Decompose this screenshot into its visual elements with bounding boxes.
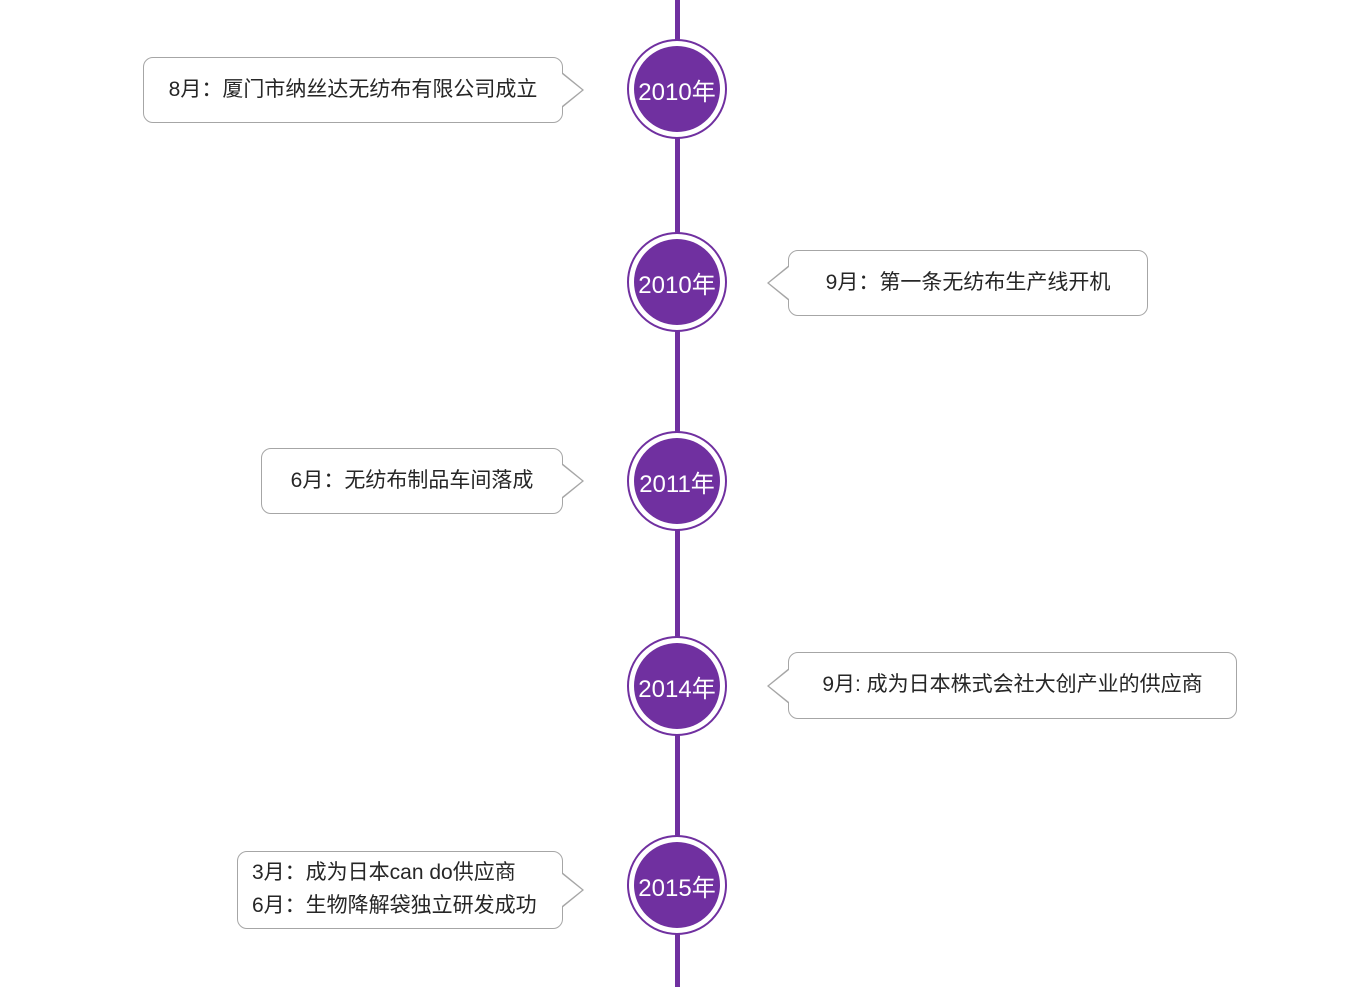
event-callout: 9月: 成为日本株式会社大创产业的供应商 [767,652,1237,719]
year-label: 2010年 [638,271,716,299]
year-circle: 2010年 [634,239,720,325]
timeline-node: 2010年 [627,232,727,332]
callout-tail-right-icon [562,463,584,499]
year-circle: 2010年 [634,46,720,132]
timeline-node: 2015年 [627,835,727,935]
year-circle: 2015年 [634,842,720,928]
year-label: 2015年 [638,874,716,902]
event-callout: 3月：成为日本can do供应商 6月：生物降解袋独立研发成功 [237,851,584,929]
year-circle: 2014年 [634,643,720,729]
event-text: 6月：无纺布制品车间落成 [290,468,534,492]
event-text: 9月: 成为日本株式会社大创产业的供应商 [822,673,1203,697]
callout-tail-left-icon [767,667,789,704]
timeline-node: 2014年 [627,636,727,736]
year-label: 2010年 [638,78,716,106]
event-callout: 9月：第一条无纺布生产线开机 [767,250,1148,316]
event-callout: 6月：无纺布制品车间落成 [261,448,584,514]
event-text: 8月：厦门市纳丝达无纺布有限公司成立 [168,77,538,101]
event-callout: 8月：厦门市纳丝达无纺布有限公司成立 [143,57,584,123]
timeline-node: 2010年 [627,39,727,139]
callout-tail-right-icon [562,872,584,908]
event-text-line-2: 6月：生物降解袋独立研发成功 [252,894,537,917]
callout-tail-right-icon [562,72,584,108]
year-label: 2014年 [638,675,716,703]
callout-tail-left-icon [767,265,789,301]
event-text: 9月：第一条无纺布生产线开机 [825,270,1111,294]
timeline-node: 2011年 [627,431,727,531]
year-circle: 2011年 [634,438,720,524]
event-text-line-1: 3月：成为日本can do供应商 [252,861,516,885]
year-label: 2011年 [639,470,715,498]
